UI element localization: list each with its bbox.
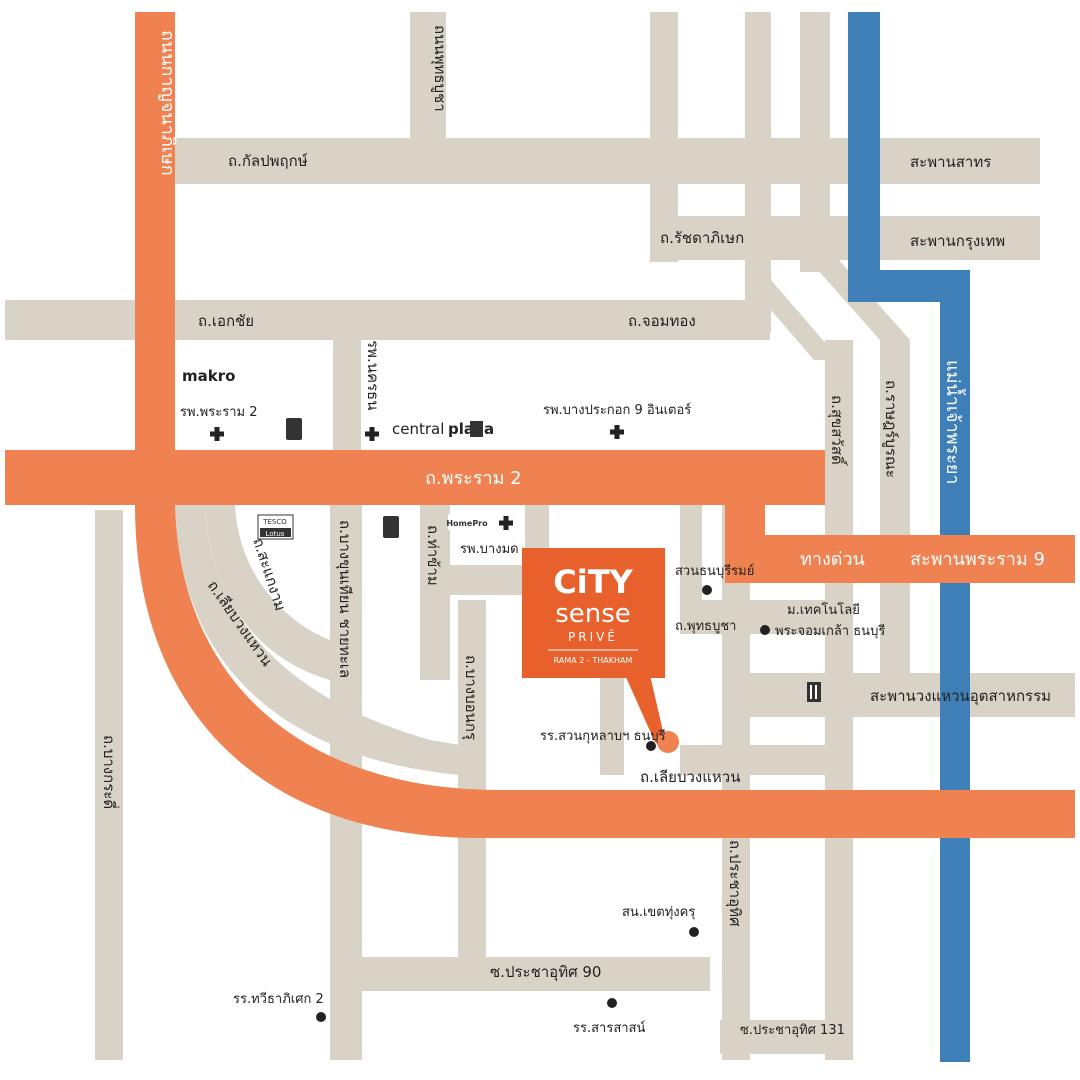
label-suan-thon: สวนธนบุรีรมย์ (675, 563, 754, 579)
label-ekkachai: ถ.เอกชัย (198, 312, 254, 330)
label-phuttha-top: ถนนพุทธบูชา (430, 25, 449, 112)
label-police-station: สน.เขตทุ่งครุ (622, 905, 695, 920)
label-central-b: pla (448, 420, 474, 438)
project-name-top: CiTY (553, 563, 633, 601)
label-pracha-uthit: ถ.ประชาอุทิศ (725, 840, 744, 927)
road-bangkradi (95, 510, 123, 1060)
road-kalapapruek (150, 138, 1040, 184)
tesco-lotus-icon: TESCO Lotus (257, 514, 294, 540)
project-name-sub: PRIVĒ (568, 630, 618, 644)
road-v-800 (800, 12, 830, 272)
road-v-745 (745, 12, 771, 332)
label-expressway: ทางด่วน (800, 549, 865, 570)
road-ratchadaphisek (650, 216, 1040, 260)
road-yuttha (458, 600, 486, 960)
central-logo-box (470, 421, 483, 437)
label-kanchanaphisek: ถนนกาญจนาภิเษก (157, 30, 178, 176)
label-sathorn-bridge: สะพานสาทร (910, 153, 991, 171)
road-industrial-ring (750, 673, 1075, 717)
road-ekkachai (5, 300, 770, 340)
label-bangmod-hospital: รพ.บางมด (460, 542, 519, 557)
project-location-dot (657, 731, 679, 753)
label-central-c: a (484, 420, 494, 438)
road-inner-h2 (680, 745, 830, 775)
project-location: RAMA 2 - THAKHAM (554, 656, 633, 665)
thawee-school-dot (316, 1012, 326, 1022)
label-yuttha: ถ.บางบอนกรุ (461, 655, 480, 740)
label-phutthabucha: ถ.พุทธบูชา (675, 619, 736, 634)
label-nakarin-hospital: รพ.นครธน (364, 340, 382, 410)
road-rama9-bridge (725, 535, 1075, 583)
road-diagonal-1 (745, 280, 840, 360)
label-industrial-bridge: สะพานวงแหวนอุตสาหกรรม (870, 687, 1051, 706)
road-sakae-ngam (205, 505, 330, 680)
shop-icon (286, 418, 302, 440)
label-makro: makro (182, 367, 235, 385)
label-rama2: ถ.พระราม 2 (425, 468, 522, 489)
road-liap-wong-waen (135, 505, 1075, 838)
chao-phraya-river (848, 12, 970, 1062)
road-kanchanaphisek (135, 12, 175, 512)
landmark-monument-icon (807, 682, 821, 702)
hospital-icon (499, 516, 513, 530)
shop-icon (383, 516, 399, 538)
label-chomthong: ถ.จอมทอง (628, 312, 696, 330)
label-river: แม่น้ำเจ้าพระยา (942, 360, 966, 485)
road-inner-curve (175, 505, 460, 775)
label-liap-wong-waen: ถ.เลียบวงแหวน (640, 768, 740, 786)
label-san-school: รร.สารสาสน์ (573, 1020, 646, 1036)
project-name-mid: sense (555, 599, 631, 629)
homepro-icon: HomePro (446, 514, 488, 530)
road-v-600 (600, 675, 624, 775)
landmarks: TESCO Lotus HomePro (210, 418, 821, 1022)
road-v-680 (680, 500, 702, 610)
project-logo-box (522, 548, 665, 678)
suan-thon-dot (702, 585, 712, 595)
kmutt-dot (760, 625, 770, 635)
label-ratburana: ถ.ราษฎร์บูรณะ (882, 380, 900, 478)
road-ratburana (880, 340, 910, 690)
svg-text:Lotus: Lotus (266, 530, 285, 538)
svg-text:HomePro: HomePro (446, 519, 488, 528)
label-rama9-bridge: สะพานพระราม 9 (910, 549, 1045, 570)
label-suankularb: รร.สวนกุหลาบฯ ธนบุรี (540, 728, 666, 744)
road-thakham (420, 500, 450, 680)
police-station-dot (689, 927, 699, 937)
hospital-icon (210, 427, 224, 441)
major-roads (5, 12, 1075, 838)
label-thawee-school: รร.ทวีธาภิเศก 2 (233, 991, 324, 1007)
label-rama2-hospital: รพ.พระราม 2 (180, 405, 257, 420)
suankularb-dot (646, 741, 656, 751)
label-suksawat: ถ.สุขสวัสดิ์ (827, 395, 848, 467)
road-nakarin (333, 320, 361, 460)
label-bangpakok-hospital: รพ.บางประกอก 9 อินเตอร์ (543, 402, 691, 418)
label-krungthep-bridge: สะพานกรุงเทพ (910, 232, 1005, 251)
label-thakham: ถ.ท่าข้าม (424, 525, 442, 586)
road-rama2 (5, 450, 825, 505)
label-kalapapruek: ถ.กัลปพฤกษ์ (228, 152, 308, 170)
label-central-a: central (392, 420, 444, 438)
minor-roads (5, 12, 1075, 1060)
hospital-icon (365, 427, 379, 441)
road-suksawat (825, 340, 853, 1060)
label-soi-131: ซ.ประชาอุทิศ 131 (740, 1023, 845, 1038)
project-marker[interactable]: CiTY sense PRIVĒ RAMA 2 - THAKHAM (522, 548, 679, 753)
label-ratchadaphisek: ถ.รัชดาภิเษก (660, 229, 744, 247)
road-v-650 (650, 12, 678, 262)
label-kmutt-1: ม.เทคโนโลยี (787, 602, 860, 618)
road-soi-90 (330, 957, 710, 991)
label-bangkradi: ถ.บางกระดี่ (100, 735, 120, 809)
label-bangkhunthian: ถ.บางขุนเทียน ชายทะเล (335, 520, 354, 678)
label-soi-90: ซ.ประชาอุทิศ 90 (490, 963, 601, 982)
svg-text:TESCO: TESCO (262, 518, 287, 526)
road-phuttha-top (410, 12, 446, 142)
road-pracha-uthit (722, 500, 750, 1060)
san-school-dot (607, 998, 617, 1008)
road-phutthabucha-h (680, 600, 840, 634)
label-kmutt-2: พระจอมเกล้า ธนบุรี (775, 623, 885, 639)
hospital-icon (610, 425, 624, 439)
